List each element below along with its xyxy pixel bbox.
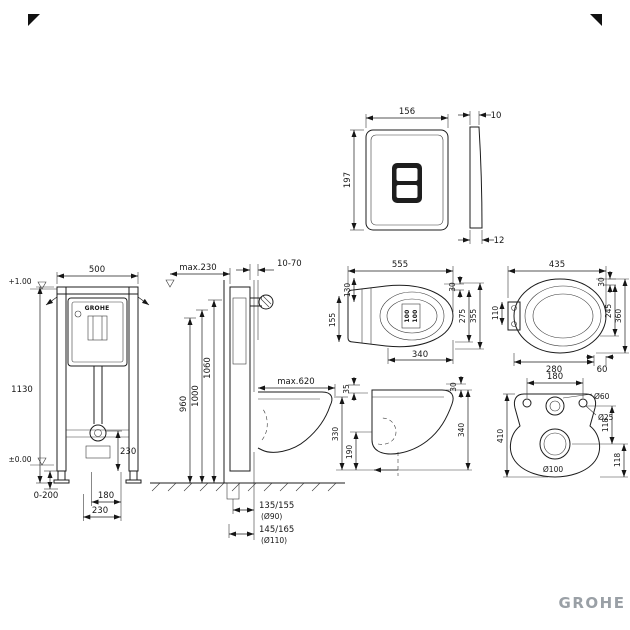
dim-bside-330: 330 <box>331 427 340 442</box>
dim-bowl-155: 155 <box>328 313 337 328</box>
dim-seat-length: 435 <box>549 260 565 270</box>
dim-bottom-230: 230 <box>92 506 108 516</box>
dim-960: 960 <box>179 396 189 412</box>
seat-top-view: 435 110 30 245 360 280 60 <box>491 260 629 375</box>
dim-bowl-length: 555 <box>392 260 408 270</box>
bowl-inner-dim1: 100 <box>404 309 411 322</box>
dim-bowl-30: 30 <box>448 282 457 292</box>
dim-mount-dia25: Ø25 <box>598 413 614 422</box>
dim-seat-30: 30 <box>597 277 606 287</box>
dim-seat-110: 110 <box>491 306 500 321</box>
dim-mount-dia60: Ø60 <box>594 392 610 401</box>
dim-1060: 1060 <box>203 357 213 379</box>
mounting-view: 180 410 Ø60 Ø25 118 118 Ø100 <box>496 372 628 478</box>
dim-seat-280: 280 <box>546 365 562 375</box>
corner-mark-top-right <box>590 14 602 26</box>
dim-bowl-355: 355 <box>469 309 478 324</box>
dim-seat-245: 245 <box>604 304 613 319</box>
dim-bside-190: 190 <box>345 445 354 460</box>
dim-1000: 1000 <box>191 385 201 407</box>
dim-mount-410: 410 <box>496 429 505 444</box>
dim-bowl-275: 275 <box>458 309 467 324</box>
dim-mount-118b: 118 <box>613 453 622 468</box>
level-bottom-label: ±0.00 <box>9 455 32 464</box>
dim-bside-340: 340 <box>457 423 466 438</box>
dim-bowl-340: 340 <box>412 350 428 360</box>
bowl-side-view: 30 340 35 330 190 <box>331 376 472 476</box>
dim-foot-range: 0-200 <box>34 491 59 501</box>
flush-plate-view: 156 197 10 12 <box>343 107 504 246</box>
dim-bowl-130: 130 <box>343 283 352 298</box>
dim-frame-width: 500 <box>89 265 105 275</box>
dim-inner-230: 230 <box>120 447 136 457</box>
dim-bside-30: 30 <box>449 382 458 392</box>
bowl-inner-dim2: 100 <box>412 309 419 322</box>
dim-outlet2: 145/165 <box>259 525 294 535</box>
grohe-watermark: GROHE <box>559 594 626 612</box>
dim-max230: max.230 <box>179 263 216 273</box>
dim-mount-180: 180 <box>547 372 563 382</box>
frame-front-view: GROHE 500 1130 +1.00 <box>9 265 150 521</box>
cistern-logo: GROHE <box>85 305 110 312</box>
dim-plate-width: 156 <box>399 107 415 117</box>
bowl-top-view: 100 100 555 130 155 30 275 355 340 <box>328 260 484 364</box>
dim-outlet1: 135/155 <box>259 501 294 511</box>
dim-plate-bottom-depth: 12 <box>494 236 505 246</box>
dim-outlet2-dia: (Ø110) <box>261 536 287 545</box>
dim-bside-35: 35 <box>342 384 351 394</box>
dim-mount-dia100: Ø100 <box>543 465 563 474</box>
dim-plate-height: 197 <box>343 172 353 188</box>
dim-mount-118a: 118 <box>601 418 610 433</box>
dim-wall-thickness: 10-70 <box>277 259 302 269</box>
dim-max620: max.620 <box>277 377 314 387</box>
frame-side-view: max.230 10-70 1060 1000 960 max.620 <box>150 259 345 545</box>
dim-outlet1-dia: (Ø90) <box>261 512 282 521</box>
dim-plate-top-depth: 10 <box>491 111 502 121</box>
dim-frame-height: 1130 <box>11 385 33 395</box>
dim-180: 180 <box>98 491 114 501</box>
corner-mark-top-left <box>28 14 40 26</box>
dim-seat-360: 360 <box>614 309 623 324</box>
level-top-label: +1.00 <box>9 277 32 286</box>
dim-seat-60: 60 <box>597 365 608 375</box>
